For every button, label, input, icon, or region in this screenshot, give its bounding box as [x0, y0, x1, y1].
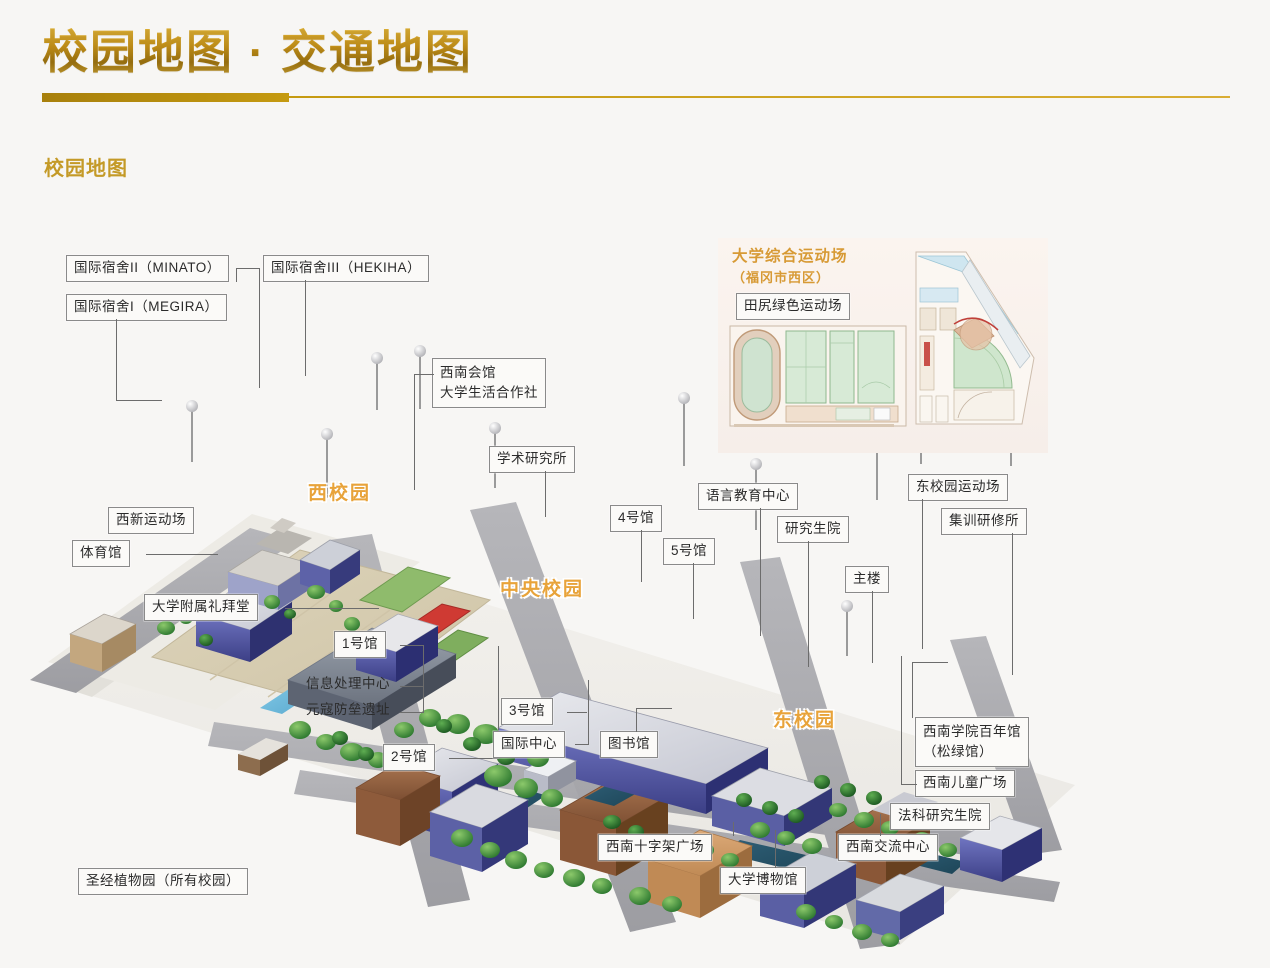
label-cross-plaza[interactable]: 西南十字架广场	[598, 834, 712, 862]
campus-map-figure: 国际宿舍II（MINATO） 国际宿舍III（HEKIHA） 国际宿舍I（MEG…	[0, 210, 1270, 950]
leader-cross-plaza	[733, 822, 735, 836]
divider-thin-segment	[289, 96, 1230, 98]
leader-centennial-b	[912, 662, 948, 664]
label-intl-dorm-2[interactable]: 国际宿舍II（MINATO）	[66, 255, 229, 283]
pin-hall-5	[678, 392, 690, 466]
leader-intl-dorm-2-c	[259, 268, 261, 388]
label-hall-1[interactable]: 1号馆	[334, 631, 387, 659]
divider-thick-segment	[42, 93, 289, 102]
inset-title: 大学综合运动场	[732, 248, 848, 265]
label-hall-2[interactable]: 2号馆	[383, 744, 436, 772]
label-hall-3[interactable]: 3号馆	[501, 698, 554, 726]
leader-gymnasium	[146, 554, 218, 556]
label-tajiri-green-field[interactable]: 田尻绿色运动场	[736, 293, 850, 321]
label-intl-center[interactable]: 国际中心	[493, 731, 565, 759]
leader-library-b	[636, 708, 672, 710]
campus-tag-east: 东校园	[773, 710, 837, 731]
leader-intl-dorm-1-a	[116, 319, 118, 401]
leader-intl-center-a	[575, 744, 589, 746]
label-seinan-hall-line2: 大学生活合作社	[440, 384, 538, 400]
pin-hall-3	[321, 428, 333, 498]
label-centennial-line2: （松绿馆）	[923, 743, 993, 759]
leader-hall-2-a	[449, 758, 499, 760]
leader-genko-ruins-b	[423, 671, 425, 713]
pin-children-plaza	[841, 600, 853, 656]
inset-subtitle: （福冈市西区）	[732, 270, 831, 285]
leader-academic-institute	[545, 471, 547, 517]
leader-hall-1-a	[400, 645, 424, 647]
label-info-center[interactable]: 信息处理中心	[306, 676, 390, 691]
label-main-building[interactable]: 主楼	[845, 566, 889, 594]
label-intl-dorm-3[interactable]: 国际宿舍III（HEKIHA）	[263, 255, 430, 283]
label-law-school[interactable]: 法科研究生院	[890, 803, 990, 831]
leader-seinan-hall-b	[414, 374, 416, 490]
inset-map-graphic	[729, 251, 1035, 427]
pin-nishijin-ground	[186, 400, 198, 462]
leader-graduate-school	[808, 541, 810, 667]
leader-intl-dorm-2-b	[236, 268, 260, 270]
leader-exchange-center	[880, 814, 882, 836]
label-hall-4[interactable]: 4号馆	[610, 505, 663, 533]
label-genko-ruins[interactable]: 元寇防垒遗址	[306, 702, 390, 717]
leader-hall-2-b	[498, 646, 500, 758]
leader-hall-1-b	[423, 645, 425, 671]
campus-tag-west: 西校园	[308, 483, 372, 504]
label-exchange-center[interactable]: 西南交流中心	[838, 834, 938, 862]
label-seinan-hall[interactable]: 西南会馆 大学生活合作社	[432, 358, 546, 409]
leader-training-institute	[1012, 533, 1014, 675]
label-hall-5[interactable]: 5号馆	[663, 538, 716, 566]
leader-children-plaza-b	[901, 656, 903, 784]
label-university-museum[interactable]: 大学博物馆	[720, 867, 806, 895]
label-bible-garden[interactable]: 圣经植物园（所有校园）	[78, 868, 248, 896]
leader-intl-center-b	[588, 680, 590, 744]
page-title: 校园地图 · 交通地图	[42, 16, 473, 82]
label-intl-dorm-1[interactable]: 国际宿舍I（MEGIRA）	[66, 294, 227, 322]
leader-language-center	[760, 508, 762, 636]
label-graduate-school[interactable]: 研究生院	[777, 516, 849, 544]
leader-hall-4	[641, 530, 643, 582]
leader-university-museum	[775, 830, 777, 868]
pin-chapel	[371, 352, 383, 410]
label-library[interactable]: 图书馆	[600, 731, 658, 759]
inset-right-plan	[915, 251, 1035, 425]
label-chapel[interactable]: 大学附属礼拜堂	[144, 594, 258, 622]
leader-genko-ruins-a	[400, 712, 424, 714]
label-training-institute[interactable]: 集训研修所	[941, 508, 1027, 536]
leader-children-plaza-a	[901, 784, 917, 786]
section-title: 校园地图	[44, 158, 128, 180]
leader-hall-5	[693, 563, 695, 619]
leader-intl-dorm-1-b	[116, 400, 162, 402]
leader-hall-3	[567, 712, 587, 714]
leader-intl-dorm-2-a	[236, 268, 238, 282]
leader-east-ground	[922, 499, 924, 649]
leader-chapel	[285, 608, 379, 610]
label-centennial-line1: 西南学院百年馆	[923, 724, 1021, 739]
campus-tag-central: 中央校园	[500, 579, 585, 600]
label-gymnasium[interactable]: 体育馆	[72, 540, 130, 568]
pin-hall-1	[414, 345, 426, 409]
label-nishijin-ground[interactable]: 西新运动场	[108, 507, 194, 535]
title-divider	[42, 93, 1230, 102]
label-academic-institute[interactable]: 学术研究所	[489, 446, 575, 474]
sports-complex-inset: 大学综合运动场 （福冈市西区） 田尻绿色运动场	[718, 238, 1048, 453]
leader-seinan-hall-a	[414, 374, 434, 376]
leader-centennial-a	[912, 662, 914, 718]
leader-info-center	[400, 686, 424, 688]
inset-left-plan	[729, 325, 907, 427]
label-seinan-hall-line1: 西南会馆	[440, 365, 496, 380]
leader-main-building	[872, 591, 874, 663]
leader-intl-dorm-3	[305, 280, 307, 376]
label-east-ground[interactable]: 东校园运动场	[908, 474, 1008, 502]
leader-library-a	[636, 708, 638, 732]
label-children-plaza[interactable]: 西南儿童广场	[915, 770, 1015, 798]
label-language-center[interactable]: 语言教育中心	[698, 483, 798, 511]
label-centennial-hall[interactable]: 西南学院百年馆 （松绿馆）	[915, 717, 1029, 768]
